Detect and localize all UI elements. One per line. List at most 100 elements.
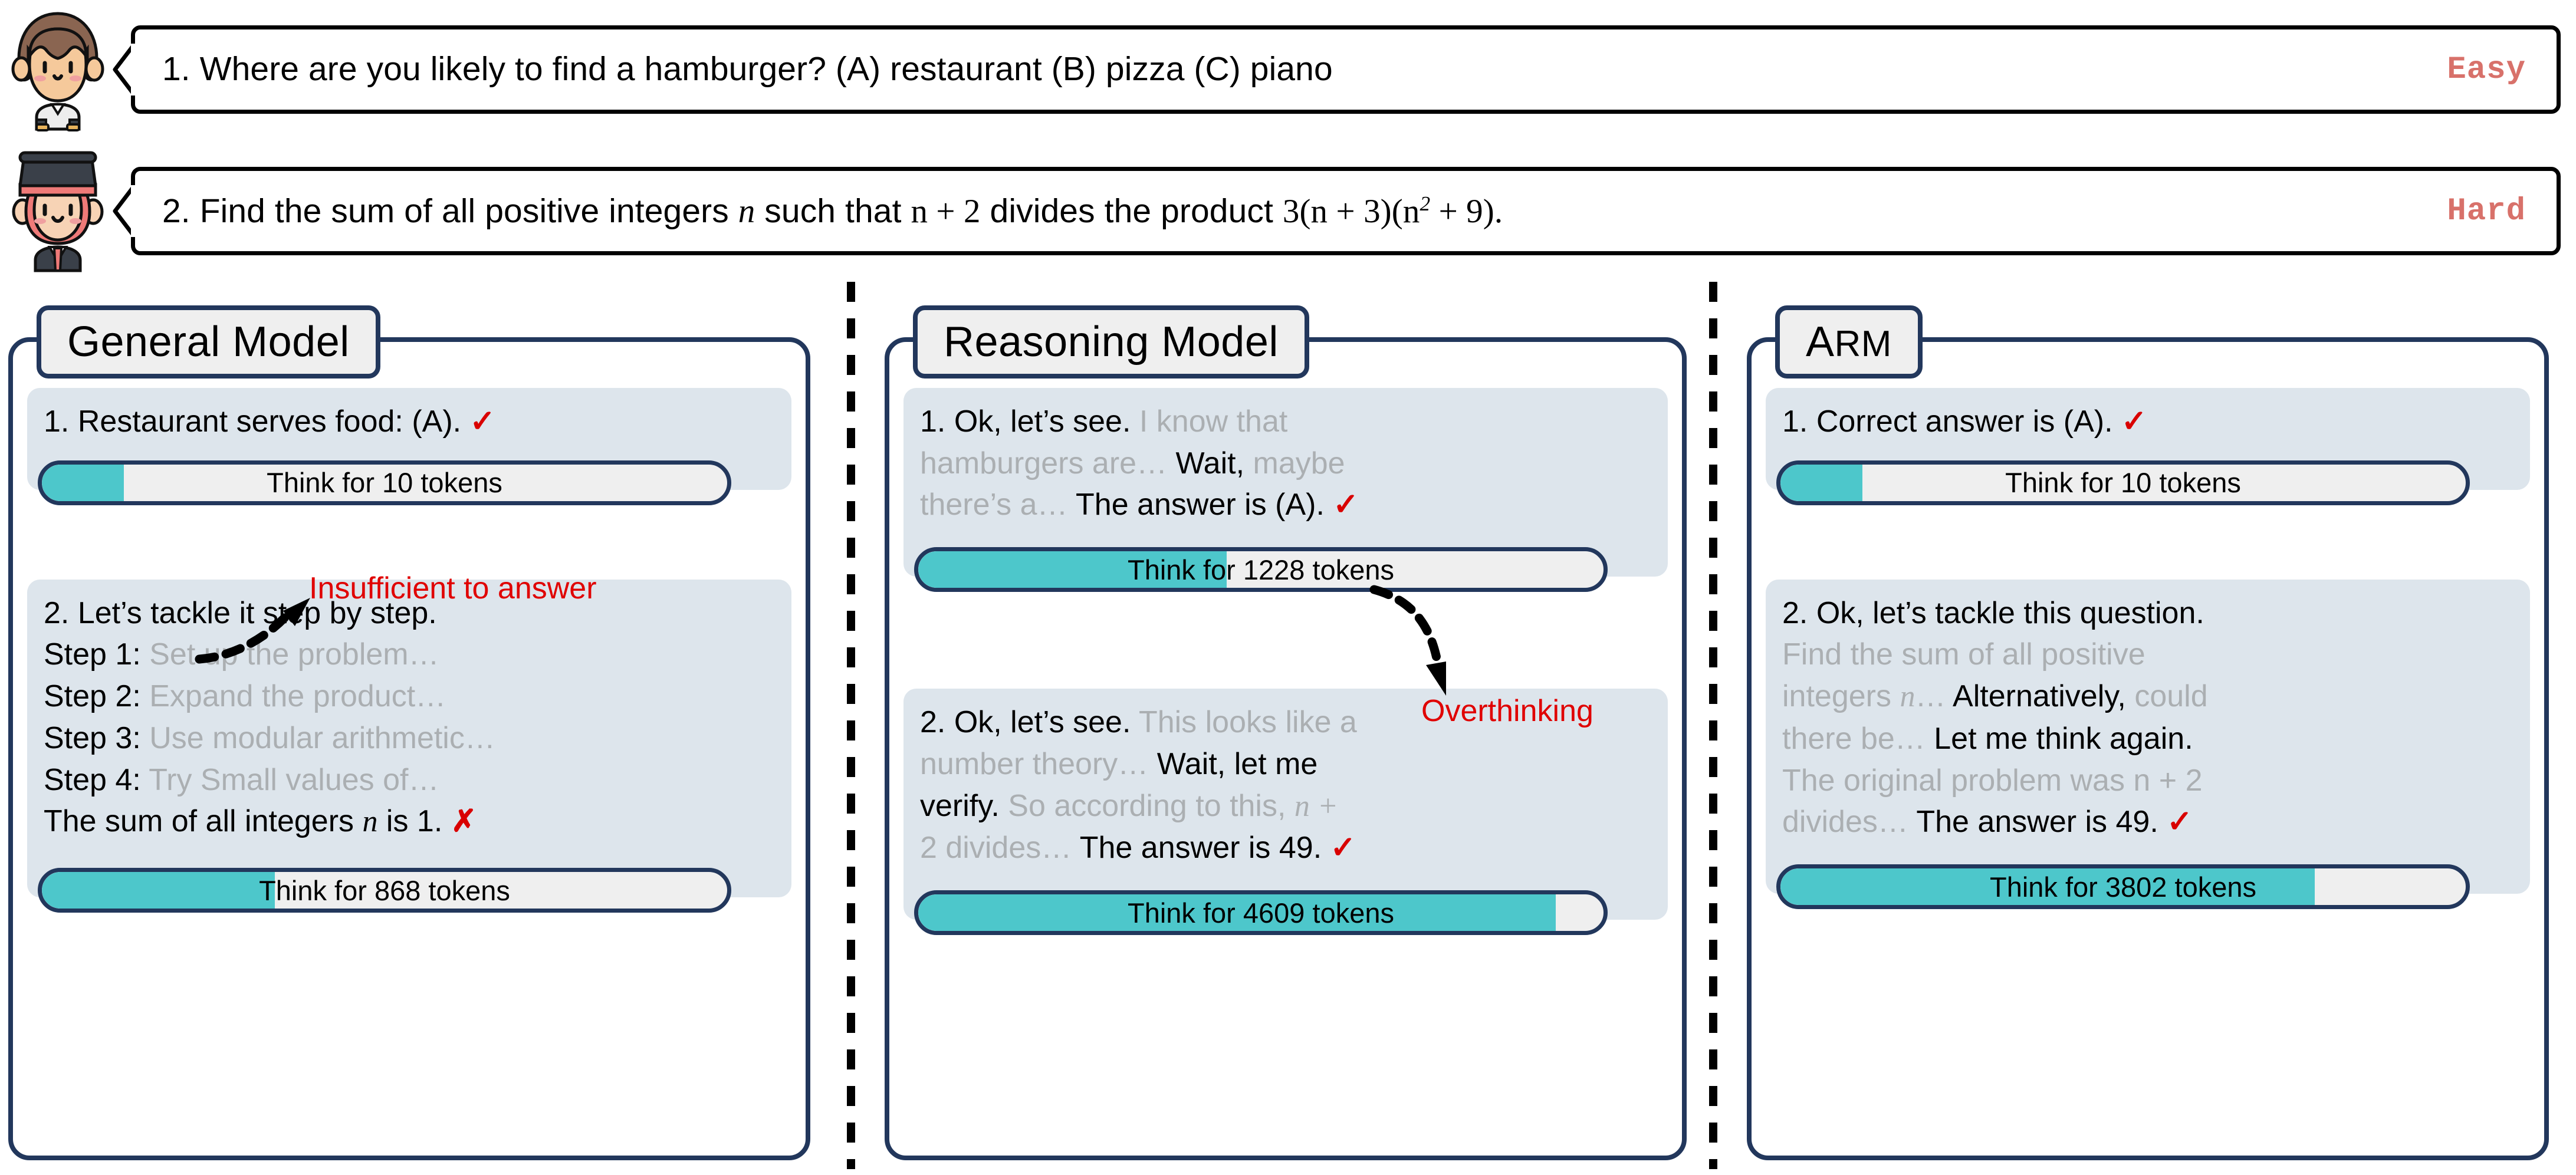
reasoning-text: Wait, let me: [1156, 746, 1318, 781]
step-label: Step 3:: [44, 720, 150, 755]
think-progress-fill: [42, 872, 275, 909]
step-detail: Expand the product…: [149, 679, 446, 714]
answer-text: 1. Restaurant serves food: (A).: [44, 404, 470, 439]
final-answer-value: is 1.: [377, 804, 451, 839]
reasoning-text: verify.: [920, 788, 1008, 823]
math-expr-exponent: 2: [1420, 192, 1431, 215]
panel-title-reasoning-model: Reasoning Model: [913, 305, 1309, 378]
question-row-hard: 2. Find the sum of all positive integers…: [0, 146, 2561, 276]
message-line: there’s a… The answer is (A). ✓: [920, 484, 1651, 526]
math-expr: n +: [1294, 789, 1338, 823]
message-line: Find the sum of all positive: [1782, 634, 2513, 676]
annotation-overthinking: Overthinking: [1421, 694, 1593, 728]
panel-body-general-model: 1. Restaurant serves food: (A). ✓ Think …: [13, 384, 806, 1145]
reasoning-dim-text: there’s a…: [920, 488, 1076, 522]
think-progress-bar[interactable]: Think for 868 tokens: [38, 868, 731, 913]
panel-title-general-model: General Model: [37, 305, 380, 378]
math-expr: n + 2: [2133, 763, 2203, 798]
reasoning-dim-text: This looks like a: [1138, 705, 1357, 740]
question-bubble-1: 1. Where are you likely to find a hambur…: [113, 25, 2561, 114]
question-body-2-pre: Find the sum of all positive integers: [199, 192, 738, 230]
step-detail: Use modular arithmetic…: [149, 720, 495, 755]
comparison-columns: General Model 1. Restaurant serves food:…: [0, 284, 2576, 1169]
question-text-2: 2. Find the sum of all positive integers…: [162, 192, 2423, 231]
panel-general-model: General Model 1. Restaurant serves food:…: [8, 305, 810, 1160]
math-var-n: n: [362, 805, 378, 839]
message-line: there be… Let me think again.: [1782, 718, 2513, 760]
arrow-insufficient-icon: [195, 598, 310, 664]
reasoning-dim-text: So according to this,: [1008, 788, 1294, 823]
correct-check-icon: ✓: [2121, 404, 2147, 439]
reasoning-dim-text: The original problem was: [1782, 763, 2134, 798]
message-card: 2. Let’s tackle it step by step. Step 1:…: [27, 579, 791, 913]
think-progress-bar[interactable]: Think for 10 tokens: [38, 460, 731, 505]
correct-check-icon: ✓: [1333, 488, 1359, 522]
message-line: verify. So according to this, n +: [920, 785, 1651, 828]
message-line: 2. Let’s tackle it step by step.: [44, 593, 775, 634]
reasoning-dim-text: Find the sum of all positive: [1782, 637, 2145, 672]
correct-check-icon: ✓: [1330, 831, 1356, 865]
think-progress-fill: [918, 551, 1227, 588]
message-line: divides… The answer is 49. ✓: [1782, 801, 2513, 843]
answer-text: The answer is (A).: [1076, 488, 1333, 522]
think-progress-bar[interactable]: Think for 10 tokens: [1776, 460, 2470, 505]
panel-title-arm-text: ARM: [1806, 318, 1892, 366]
step-label: Step 2:: [44, 679, 150, 714]
panel-arm: ARM 1. Correct answer is (A). ✓ Think fo…: [1747, 305, 2549, 1160]
answer-text: The answer is 49.: [1079, 831, 1330, 865]
annotation-insufficient-to-answer: Insufficient to answer: [309, 571, 597, 605]
reasoning-text: Alternatively,: [1953, 679, 2135, 714]
message-line: 1. Ok, let’s see. I know that: [920, 401, 1651, 443]
message-line: 1. Correct answer is (A). ✓: [1782, 401, 2513, 443]
message-card: 1. Correct answer is (A). ✓ Think for 10…: [1766, 388, 2530, 505]
message-line: The sum of all integers n is 1. ✗: [44, 801, 775, 843]
message-line: Step 2: Expand the product…: [44, 676, 775, 717]
math-var-n: n: [1900, 680, 1915, 714]
reasoning-dim-text: hamburgers are…: [920, 446, 1176, 480]
incorrect-cross-icon: ✗: [451, 804, 477, 839]
math-expr-n-plus-2: n + 2: [911, 192, 981, 230]
reasoning-text: 2. Ok, let’s see.: [920, 705, 1139, 740]
message-card: 2. Ok, let’s see. This looks like a numb…: [903, 689, 1668, 936]
panel-title-arm: ARM: [1775, 305, 1923, 378]
reasoning-dim-text: integers: [1782, 679, 1900, 714]
final-answer-text: The sum of all integers: [44, 804, 363, 839]
reasoning-text: 2. Ok, let’s tackle this question.: [1782, 595, 2204, 630]
message-line: Step 1: Set up the problem…: [44, 634, 775, 676]
step-label: Step 4:: [44, 762, 149, 797]
panel-reasoning-model: Reasoning Model 1. Ok, let’s see. I know…: [885, 305, 1687, 1160]
message-line: 2. Ok, let’s see. This looks like a: [920, 702, 1651, 743]
message-line: The original problem was n + 2: [1782, 760, 2513, 802]
question-body-1: Where are you likely to find a hamburger…: [199, 50, 1333, 88]
reasoning-dim-text: number theory…: [920, 746, 1157, 781]
step-intro-text: 2. Let’s tackle it step by step.: [44, 595, 437, 630]
message-line: integers n… Alternatively, could: [1782, 676, 2513, 718]
message-line: Step 4: Try Small values of…: [44, 759, 775, 801]
think-progress-label: Think for 10 tokens: [267, 467, 502, 499]
question-row-easy: 1. Where are you likely to find a hambur…: [0, 5, 2561, 134]
think-progress-bar[interactable]: Think for 4609 tokens: [914, 890, 1608, 936]
think-progress-bar[interactable]: Think for 3802 tokens: [1776, 864, 2470, 910]
student-avatar: [0, 8, 116, 131]
math-expr: 2 divides…: [920, 831, 1080, 865]
math-var-n: n: [738, 192, 755, 230]
bubble-tail-icon: [113, 184, 135, 238]
think-progress-fill: [42, 464, 124, 501]
reasoning-text: Wait,: [1175, 446, 1253, 480]
think-progress-bar[interactable]: Think for 1228 tokens: [914, 547, 1608, 593]
think-progress-label: Think for 10 tokens: [2005, 467, 2241, 499]
answer-text: The answer is 49.: [1916, 805, 2167, 840]
question-body-2-mid: such that: [755, 192, 911, 230]
message-line: hamburgers are… Wait, maybe: [920, 443, 1651, 485]
correct-check-icon: ✓: [469, 404, 496, 439]
reasoning-dim-text: there be…: [1782, 721, 1934, 756]
message-line: 2 divides… The answer is 49. ✓: [920, 827, 1651, 869]
think-progress-fill: [1780, 464, 1863, 501]
reasoning-dim-text: I know that: [1139, 404, 1288, 439]
think-progress-fill: [918, 894, 1556, 932]
step-detail: Set up the problem…: [149, 637, 439, 672]
scholar-avatar: [0, 149, 116, 273]
reasoning-text: Let me think again.: [1934, 721, 2193, 756]
reasoning-dim-text: could: [2134, 679, 2208, 714]
